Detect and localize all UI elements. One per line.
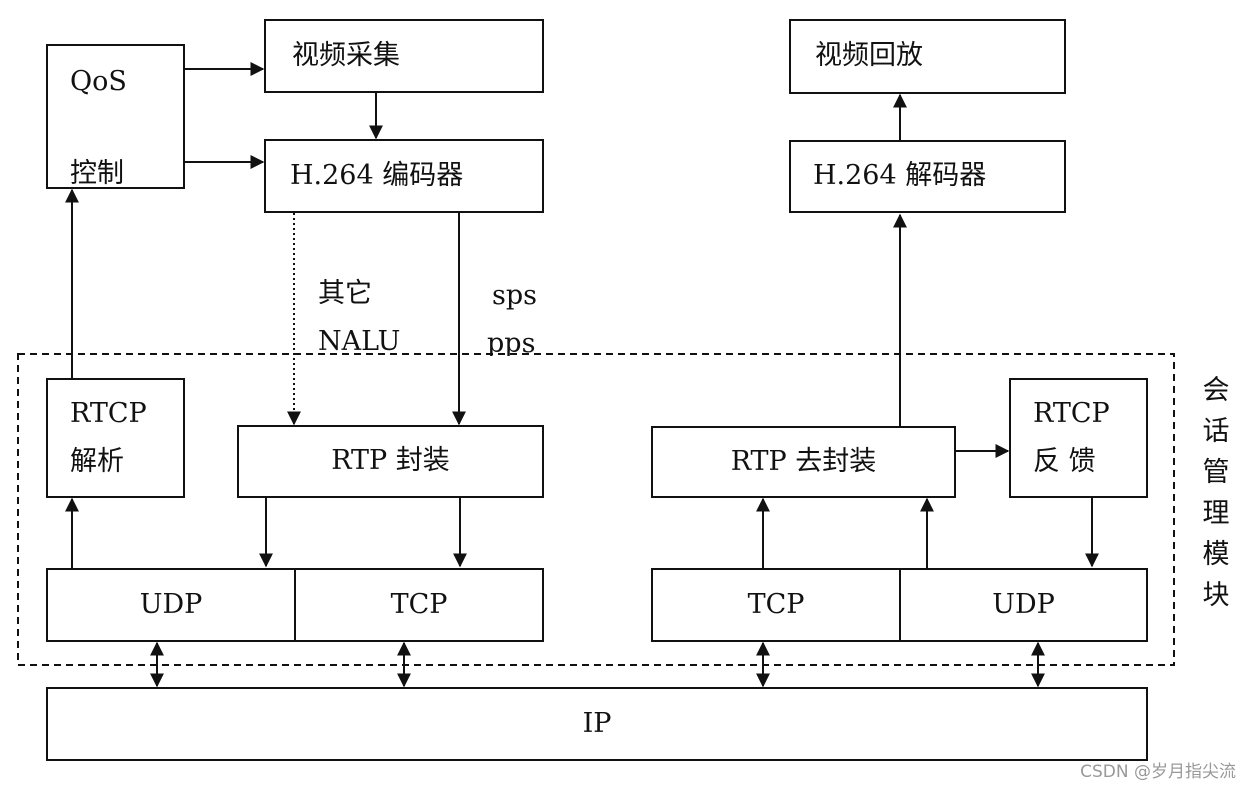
tcp-left-box: TCP: [294, 568, 544, 642]
tcp-left-label: TCP: [390, 588, 448, 620]
rtcp-feedback-line2: 反 馈: [1033, 446, 1096, 477]
annotation-pps: pps: [487, 328, 536, 356]
tcp-right-box: TCP: [651, 568, 901, 642]
video-playback-label: 视频回放: [815, 40, 923, 72]
module-label-char: 管: [1202, 457, 1230, 488]
video-playback-box: 视频回放: [789, 19, 1066, 94]
h264-decoder-box: H.264 解码器: [789, 140, 1066, 213]
qos-control-box: QoS 控制: [46, 44, 185, 189]
qos-title: QoS: [70, 66, 127, 97]
udp-left-label: UDP: [139, 588, 203, 620]
h264-encoder-box: H.264 编码器: [264, 139, 544, 213]
module-label-char: 理: [1202, 498, 1230, 529]
module-label-char: 块: [1202, 580, 1230, 611]
h264-encoder-label: H.264 编码器: [290, 159, 464, 191]
rtcp-parse-box: RTCP 解析: [46, 378, 185, 498]
rtcp-feedback-line1: RTCP: [1033, 398, 1110, 429]
video-capture-label: 视频采集: [292, 39, 400, 71]
tcp-right-label: TCP: [747, 588, 805, 620]
module-label-char: 话: [1202, 416, 1230, 447]
udp-left-box: UDP: [46, 568, 296, 642]
rtcp-parse-line2: 解析: [70, 446, 124, 477]
annotation-nalu: NALU: [318, 326, 401, 356]
rtp-pack-box: RTP 封装: [237, 425, 544, 498]
rtp-pack-label: RTP 封装: [331, 445, 450, 477]
rtcp-feedback-box: RTCP 反 馈: [1009, 378, 1148, 498]
udp-right-label: UDP: [992, 588, 1055, 620]
h264-decoder-label: H.264 解码器: [813, 160, 987, 192]
session-module-boundary: [17, 353, 1175, 666]
ip-label: IP: [582, 707, 612, 739]
ip-layer-box: IP: [46, 687, 1148, 761]
module-label-char: 会: [1202, 375, 1230, 406]
annotation-other: 其它: [318, 278, 372, 309]
rtp-unpack-box: RTP 去封装: [651, 426, 956, 498]
qos-subtitle: 控制: [70, 158, 124, 188]
module-label-char: 模: [1202, 539, 1230, 570]
video-capture-box: 视频采集: [264, 19, 544, 93]
rtcp-parse-line1: RTCP: [70, 398, 147, 429]
rtp-unpack-label: RTP 去封装: [730, 445, 877, 477]
watermark: CSDN @岁月指尖流: [1080, 762, 1236, 782]
annotation-sps: sps: [492, 280, 537, 311]
udp-right-box: UDP: [899, 568, 1148, 642]
session-module-label: 会 话 管 理 模 块: [1199, 370, 1233, 616]
